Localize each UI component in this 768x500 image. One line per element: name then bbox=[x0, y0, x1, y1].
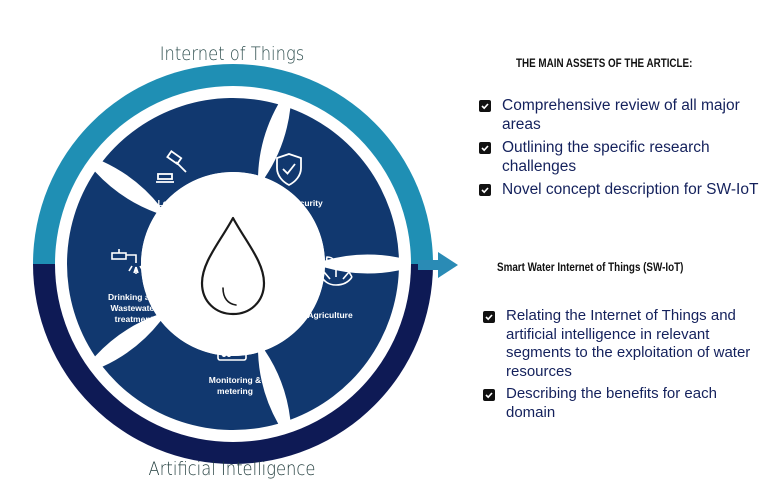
checkbox-icon bbox=[483, 311, 495, 323]
swiot-list: Relating the Internet of Things and arti… bbox=[483, 307, 768, 427]
gavel-icon bbox=[156, 150, 187, 183]
router-icon bbox=[217, 337, 247, 361]
checkbox-icon bbox=[479, 184, 491, 196]
segment-2 bbox=[264, 108, 399, 261]
list-item-text: Novel concept description for SW-IoT bbox=[502, 181, 759, 198]
list-item-text: Outlining the specific research challeng… bbox=[502, 139, 710, 175]
list-item-text: Comprehensive review of all major areas bbox=[502, 97, 740, 133]
segment-4 bbox=[102, 320, 279, 430]
list-item-text: Describing the benefits for each domain bbox=[506, 385, 717, 421]
ring-label-ai: Artificial Intelligence bbox=[148, 458, 316, 480]
list-item: Novel concept description for SW-IoT bbox=[479, 180, 759, 199]
faucet-icon bbox=[111, 249, 144, 274]
main-assets-list: Comprehensive review of all major areas … bbox=[479, 96, 759, 203]
segment-labels: Legislation SecurityAgricultureMonitoring… bbox=[108, 198, 353, 396]
segment-3 bbox=[264, 267, 399, 420]
right-panel: THE MAIN ASSETS OF THE ARTICLE: Comprehe… bbox=[470, 0, 766, 500]
main-assets-heading: THE MAIN ASSETS OF THE ARTICLE: bbox=[516, 56, 693, 70]
water-drop-icon bbox=[200, 216, 266, 316]
shield-check-icon bbox=[276, 153, 302, 187]
plant-hand-icon bbox=[319, 256, 353, 286]
list-item: Describing the benefits for each domain bbox=[483, 385, 768, 422]
arrow-right-icon bbox=[418, 252, 458, 278]
swiot-heading: Smart Water Internet of Things (SW-IoT) bbox=[497, 260, 684, 274]
checkbox-icon bbox=[479, 100, 491, 112]
segment-1 bbox=[102, 97, 279, 208]
center-disc bbox=[141, 172, 325, 356]
list-item-text: Relating the Internet of Things and arti… bbox=[506, 307, 751, 380]
segment-label-2: Security bbox=[289, 198, 323, 208]
list-item: Comprehensive review of all major areas bbox=[479, 96, 759, 134]
segment-label-1: Legislation bbox=[158, 198, 203, 208]
list-item: Relating the Internet of Things and arti… bbox=[483, 307, 768, 381]
checkbox-icon bbox=[483, 389, 495, 402]
segments-ring bbox=[66, 97, 399, 430]
ring-label-iot: Internet of Things bbox=[159, 43, 305, 65]
segment-5 bbox=[66, 171, 157, 357]
cycle-diagram: Legislation SecurityAgricultureMonitoring… bbox=[33, 64, 433, 464]
checkbox-icon bbox=[479, 142, 491, 154]
segment-label-4: Monitoring &metering bbox=[209, 375, 261, 396]
segment-label-3: Agriculture bbox=[307, 310, 353, 320]
list-item: Outlining the specific research challeng… bbox=[479, 138, 759, 176]
